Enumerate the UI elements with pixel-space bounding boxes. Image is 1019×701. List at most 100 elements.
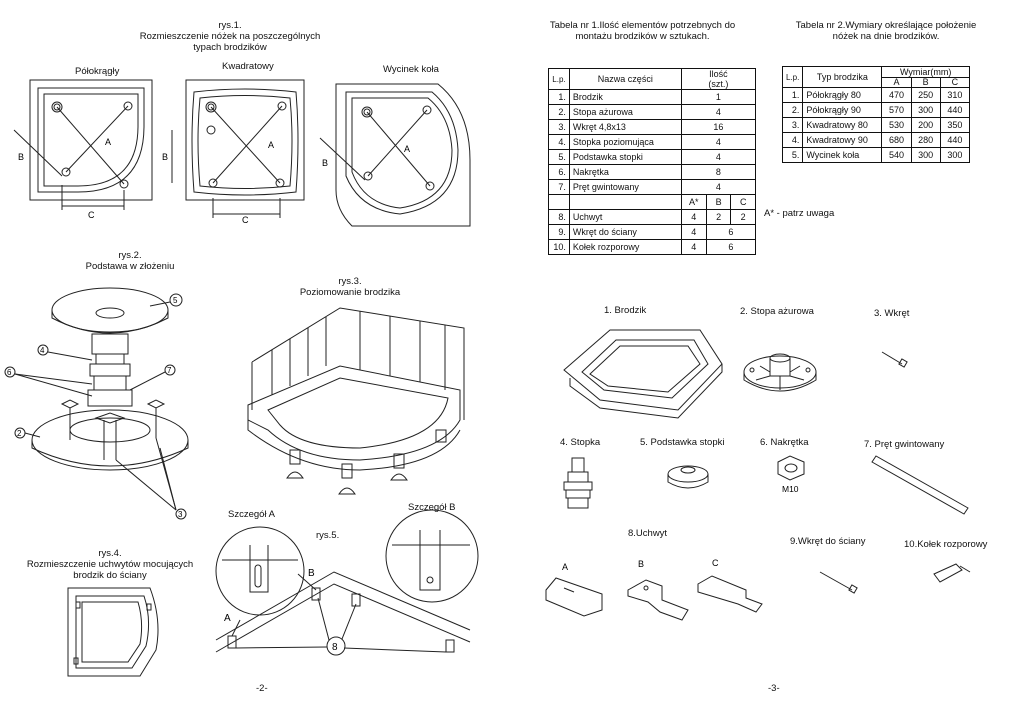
table2-title-line2: nóżek na dnie brodzików.	[832, 31, 940, 42]
t2-type: Kwadratowy 80	[802, 117, 883, 133]
table1-title-line1: Tabela nr 1.Ilość elementów potrzebnych …	[549, 20, 736, 31]
t2-lp: 4.	[781, 132, 804, 148]
t1-qty-a: 4	[680, 224, 707, 240]
t1-qty: 4	[680, 104, 757, 120]
part-5-label: 5. Podstawka stopki	[640, 437, 725, 448]
wall-mount-drawing: A B 8	[215, 509, 479, 656]
t2-head-lp: L.p.	[781, 66, 804, 88]
t1-qty: 4	[680, 134, 757, 150]
t2-a: 570	[881, 102, 912, 118]
t1-sub-a: A*	[680, 194, 707, 210]
t1-qty: 8	[680, 164, 757, 180]
table2-title-line1: Tabela nr 2.Wymiary określające położeni…	[795, 20, 977, 31]
rys4-line1: Rozmieszczenie uchwytów mocujących	[26, 559, 194, 570]
t1-name: Pręt gwintowany	[568, 179, 682, 195]
t1-qty: 4	[680, 179, 757, 195]
rys1-caption: rys.1. Rozmieszczenie nóżek na poszczegó…	[120, 20, 340, 53]
t1-qty-bc: 6	[705, 239, 757, 255]
t1-lp: 10.	[548, 239, 570, 255]
t2-type: Wycinek koła	[802, 147, 883, 163]
t2-type: Kwadratowy 90	[802, 132, 883, 148]
dim-c-2: C	[242, 215, 249, 225]
t2-col-a: A	[881, 77, 912, 88]
dim-b-1: B	[18, 152, 24, 162]
t2-col-b: B	[910, 77, 941, 88]
part-3-label: 3. Wkręt	[874, 308, 910, 319]
t1-name: Wkręt 4,8x13	[568, 119, 682, 135]
t1-lp: 9.	[548, 224, 570, 240]
t1-lp: 3.	[548, 119, 570, 135]
rys3-subtitle: Poziomowanie brodzika	[299, 287, 401, 298]
t1-qty-bc: 6	[705, 224, 757, 240]
t2-head-type: Typ brodzika	[802, 66, 883, 88]
t2-a: 680	[881, 132, 912, 148]
rys2-subtitle: Podstawa w złożeniu	[85, 261, 175, 272]
holder-c-label: C	[712, 558, 719, 568]
dim-b-2: B	[162, 152, 168, 162]
t2-col-c: C	[939, 77, 971, 88]
t2-lp: 5.	[781, 147, 804, 163]
label-a: A	[224, 613, 231, 624]
nut-m10-mark: M10	[782, 484, 799, 494]
wall-holders-drawing	[67, 587, 159, 677]
t1-qty-a: 4	[680, 239, 707, 255]
t2-b: 300	[910, 147, 941, 163]
t1-name: Wkręt do ściany	[568, 224, 682, 240]
rys1-line1: Rozmieszczenie nóżek na poszczególnych	[139, 31, 321, 42]
callout-2: 2	[17, 429, 22, 438]
t1-lp: 2.	[548, 104, 570, 120]
t1-lp: 8.	[548, 209, 570, 225]
t2-b: 200	[910, 117, 941, 133]
rys1-title: rys.1.	[218, 20, 242, 31]
part-4-label: 4. Stopka	[560, 437, 601, 448]
t2-b: 280	[910, 132, 941, 148]
part-8-label: 8.Uchwyt	[628, 528, 668, 539]
holder-b-label: B	[638, 559, 644, 569]
t1-qty: 1	[680, 89, 757, 105]
t1-sub-c: C	[730, 194, 756, 210]
t1-lp: 1.	[548, 89, 570, 105]
t1-sub-b: B	[705, 194, 732, 210]
t1-name: Uchwyt	[568, 209, 682, 225]
label-b: B	[308, 568, 315, 579]
part-10-label: 10.Kołek rozporowy	[904, 539, 988, 550]
t1-lp: 4.	[548, 134, 570, 150]
page-number-left: -2-	[256, 683, 268, 694]
t1-name: Stopa ażurowa	[568, 104, 682, 120]
table2-caption: Tabela nr 2.Wymiary określające położeni…	[786, 20, 986, 42]
t1-name: Kołek rozporowy	[568, 239, 682, 255]
t2-c: 440	[939, 132, 971, 148]
shape-label-semicircle: Półokrągły	[75, 66, 120, 77]
rys2-title: rys.2.	[118, 250, 142, 261]
t2-b: 300	[910, 102, 941, 118]
callout-4: 4	[40, 346, 45, 355]
rys4-caption: rys.4. Rozmieszczenie uchwytów mocującyc…	[20, 548, 200, 581]
part-9-label: 9.Wkręt do ściany	[790, 536, 866, 547]
callout-7: 7	[167, 366, 172, 375]
t1-head-lp: L.p.	[548, 68, 570, 90]
shape-label-sector: Wycinek koła	[383, 64, 439, 75]
semicircle-tray-drawing: C B A	[13, 79, 153, 220]
dim-c-1: C	[88, 210, 95, 220]
t1-name: Brodzik	[568, 89, 682, 105]
t1-name: Podstawka stopki	[568, 149, 682, 165]
rys4-title: rys.4.	[98, 548, 122, 559]
foot-assembly-drawing: 5 4 6 7 2 3	[4, 287, 189, 520]
t1-qty-b: 2	[705, 209, 732, 225]
t2-a: 540	[881, 147, 912, 163]
t2-a: 530	[881, 117, 912, 133]
rys4-line2: brodzik do ściany	[73, 570, 147, 581]
t2-type: Półokrągły 90	[802, 102, 883, 118]
t2-lp: 1.	[781, 87, 804, 103]
rys3-title: rys.3.	[338, 276, 362, 287]
dim-a-2: A	[268, 140, 274, 150]
t1-head-qty-label: Ilość	[709, 69, 728, 79]
rys5-title: rys.5.	[316, 530, 340, 541]
